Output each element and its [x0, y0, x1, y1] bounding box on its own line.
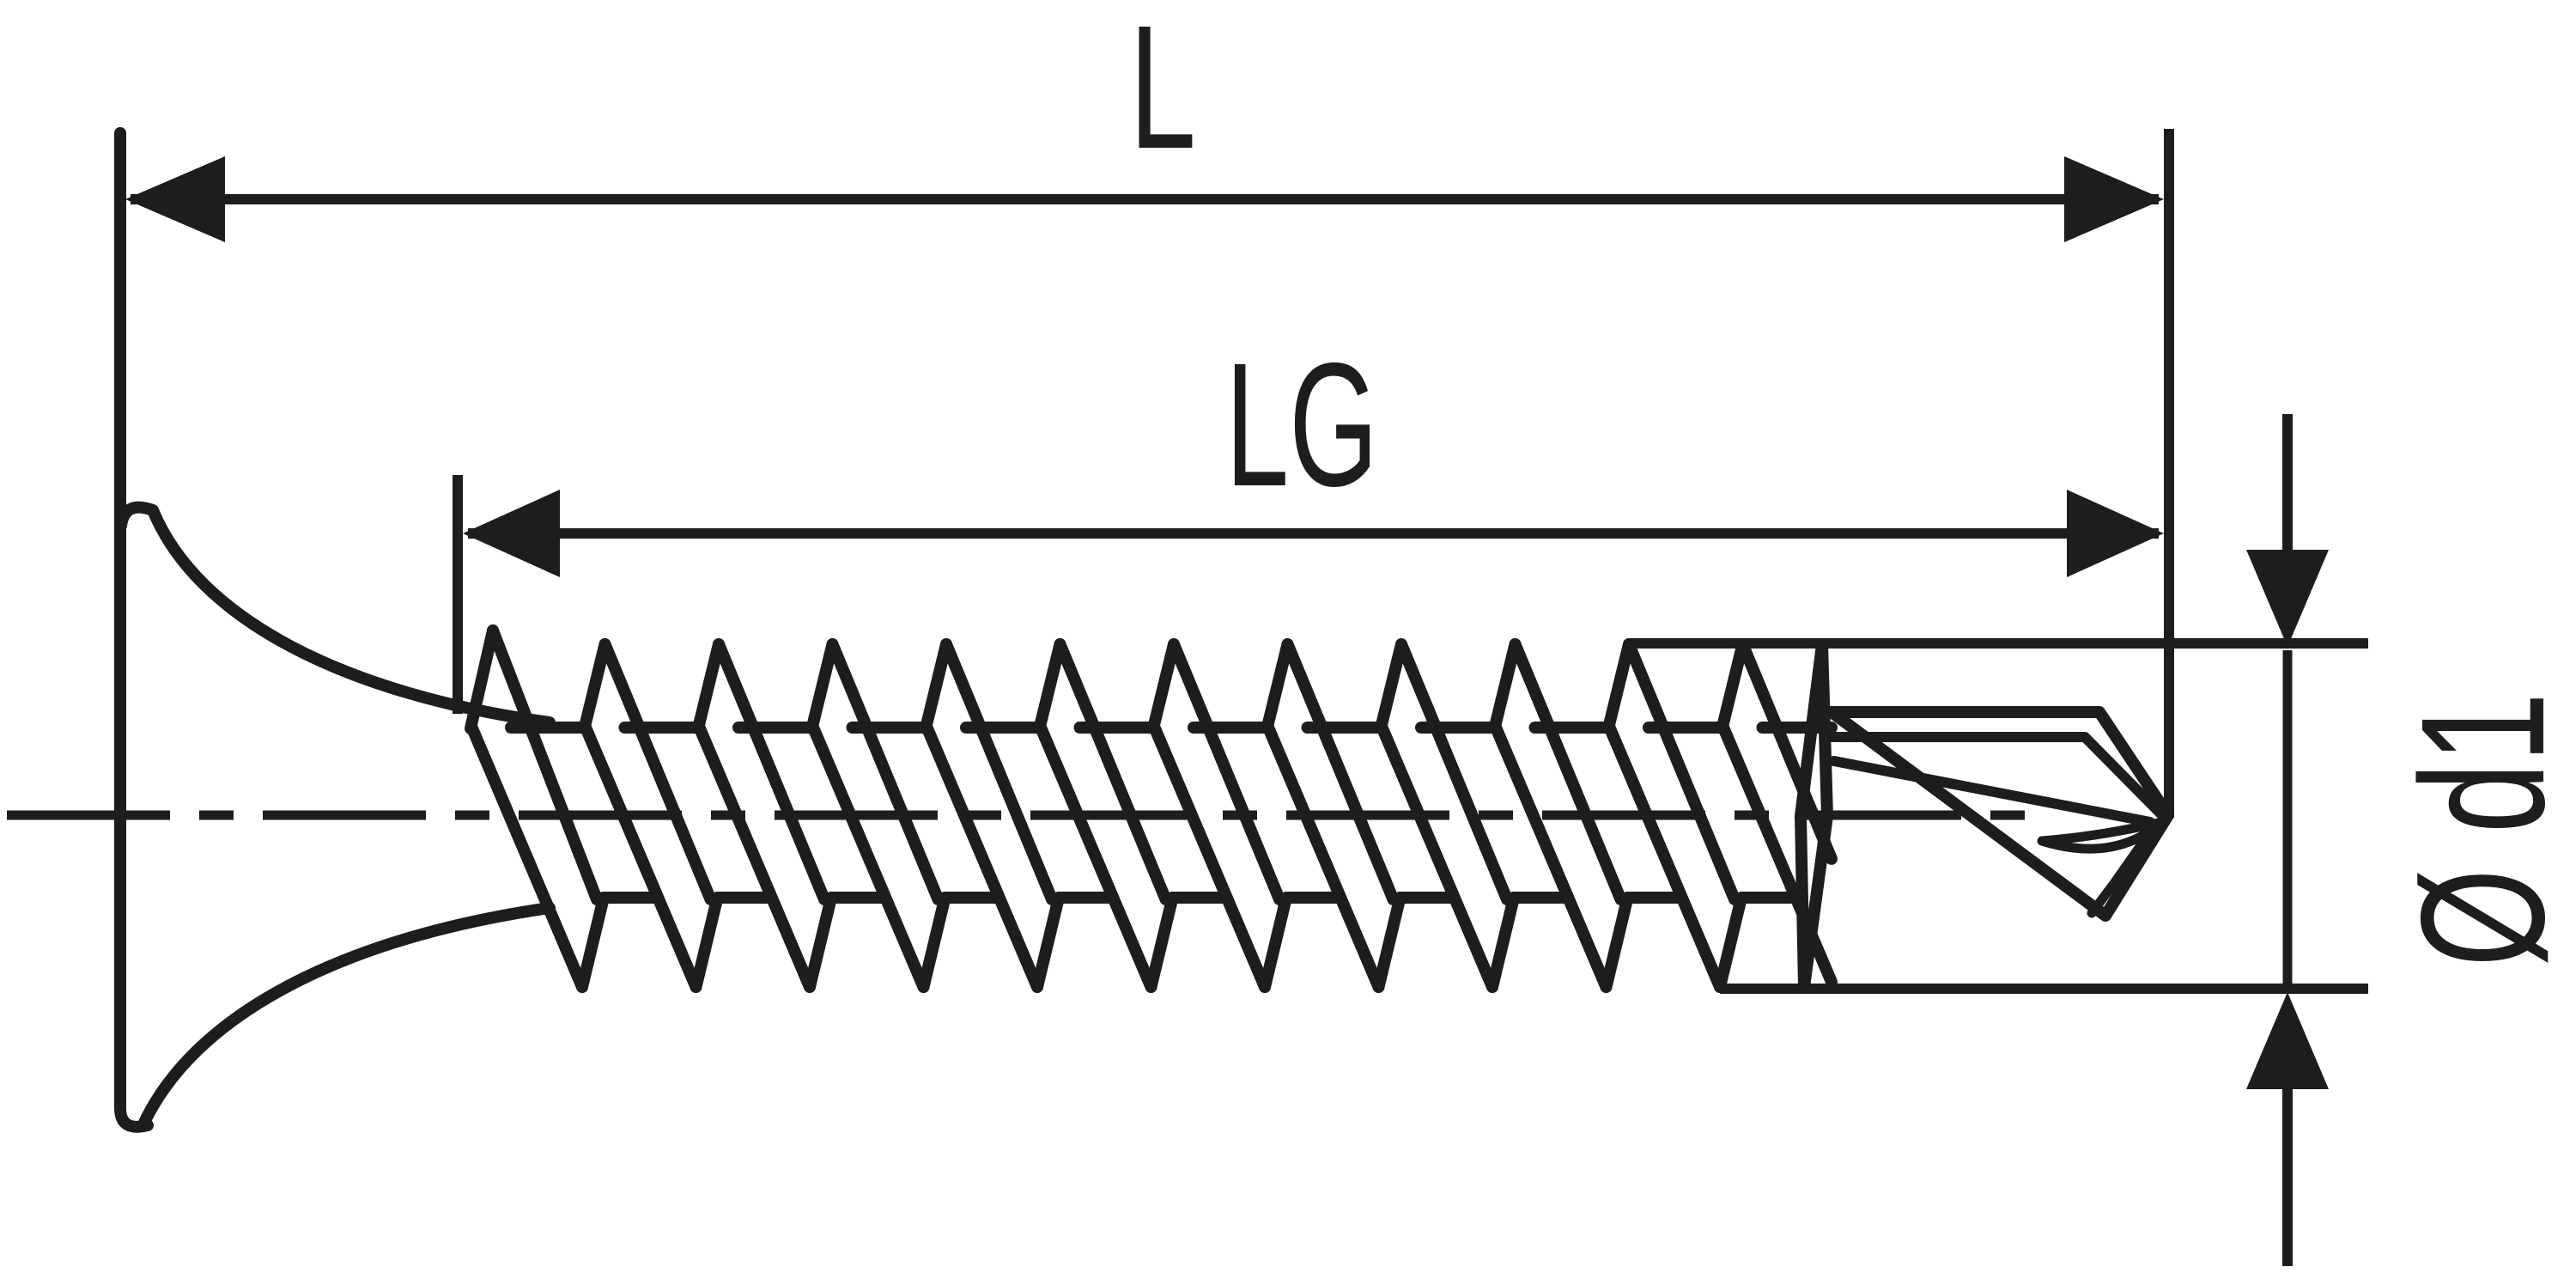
- drill-point-lower-flute: [2087, 828, 2154, 918]
- thread-helix-front-line: [1736, 638, 1838, 865]
- thread-helix-front-line: [713, 638, 830, 905]
- label-overall-length: L: [1129, 0, 1196, 186]
- thread-bottom-flank: [1486, 892, 1520, 993]
- thread-top-flank: [1716, 638, 1749, 734]
- label-diameter: Ø d1: [2385, 692, 2576, 967]
- thread-bottom-flank: [1600, 892, 1634, 993]
- thread-helix-back-line: [1035, 722, 1157, 993]
- dimension-lines-L: [125, 129, 2174, 818]
- screw-thread: [465, 624, 1838, 993]
- thread-top-flank: [1033, 638, 1066, 734]
- thread-helix-back-line: [921, 722, 1043, 993]
- thread-bottom-flank: [1259, 892, 1292, 993]
- label-thread-length: LG: [1225, 326, 1378, 523]
- head-top-curve: [115, 501, 556, 728]
- arrowhead-down-icon: [2246, 550, 2329, 647]
- thread-bottom-flank: [690, 892, 724, 993]
- arrowhead-left-icon: [463, 490, 560, 577]
- arrowhead-right-icon: [2067, 490, 2164, 577]
- thread-helix-front-line: [487, 624, 603, 905]
- arrowhead-left-icon: [125, 156, 225, 242]
- dimension-diameter: Ø d1: [1629, 414, 2576, 1266]
- thread-bottom-flank: [1145, 892, 1179, 993]
- dimension-lines-d1: [1629, 414, 2368, 1266]
- thread-top-flank: [1147, 638, 1180, 734]
- thread-helix-back-line: [1376, 722, 1498, 993]
- thread-helix-back-line: [1149, 722, 1271, 993]
- thread-helix-front-line: [598, 638, 717, 905]
- thread-top-flank: [1375, 638, 1407, 734]
- thread-bottom-flank: [1714, 892, 1747, 993]
- thread-helix-front-line: [1168, 638, 1285, 905]
- thread-helix-back-line: [580, 722, 702, 993]
- arrowhead-up-icon: [2246, 992, 2329, 1089]
- thread-helix-front-line: [1281, 638, 1400, 905]
- head-bottom-curve: [137, 902, 556, 1132]
- thread-bottom-flank: [804, 892, 837, 993]
- thread-bottom-flank: [1372, 892, 1406, 993]
- dimension-overall-length: L: [125, 0, 2174, 818]
- thread-helix-front-line: [1395, 638, 1513, 905]
- screw-head: [114, 127, 556, 1133]
- thread-top-flank: [920, 638, 952, 734]
- thread-top-flank: [692, 638, 725, 734]
- dimension-lines-LG: [453, 475, 2164, 714]
- thread-helix-front-line: [1623, 638, 1741, 905]
- thread-helix-front-line: [826, 638, 945, 905]
- drill-point-cutting-lip: [2037, 817, 2167, 854]
- thread-helix-back-line: [694, 722, 816, 993]
- thread-bottom-flank: [576, 892, 610, 993]
- dimension-thread-length: LG: [453, 326, 2164, 714]
- head-face-and-extension-line: [114, 127, 154, 1133]
- drill-point-flute-line: [1829, 756, 2155, 827]
- drill-point-inner-edge: [1826, 732, 2168, 821]
- thread-top-flank: [805, 638, 839, 734]
- thread-helix-front-line: [940, 638, 1058, 905]
- thread-bottom-flank: [1031, 892, 1065, 993]
- thread-top-flank: [465, 624, 499, 734]
- thread-top-flank: [1602, 638, 1635, 734]
- thread-top-flank: [1488, 638, 1522, 734]
- arrowhead-right-icon: [2064, 156, 2164, 242]
- thread-helix-back-line: [1490, 722, 1613, 993]
- thread-top-flank: [578, 638, 611, 734]
- thread-helix-front-line: [1054, 638, 1172, 905]
- thread-helix-front-line: [1509, 638, 1627, 905]
- thread-helix-back-line: [1604, 722, 1726, 993]
- thread-helix-back-line: [807, 722, 930, 993]
- thread-helix-back-line: [466, 722, 588, 993]
- thread-top-flank: [1261, 638, 1294, 734]
- thread-helix-back-line: [1262, 722, 1385, 993]
- thread-bottom-flank: [917, 892, 951, 993]
